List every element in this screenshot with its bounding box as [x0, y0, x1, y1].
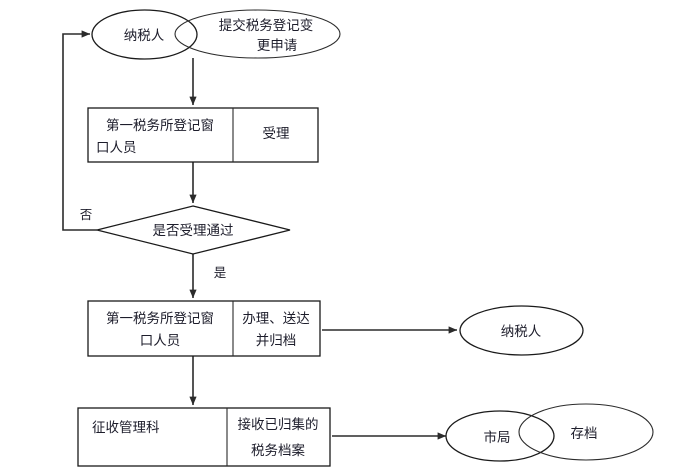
node-archive[interactable]: [518, 403, 654, 461]
label-city-bureau: 市局: [484, 429, 511, 446]
label-start-action-line2: 更申请: [257, 38, 298, 54]
label-step2-task-line1: 办理、送达: [242, 311, 310, 327]
connector-no-feedback-loop: [62, 30, 97, 231]
label-collection-task-line1: 接收已归集的: [238, 416, 319, 433]
label-step1-role-line1: 第一税务所登记窗: [106, 117, 214, 134]
node-step2-box[interactable]: [87, 300, 321, 357]
node-decision-diamond[interactable]: [96, 205, 291, 255]
label-start-action-line1: 提交税务登记变: [219, 17, 314, 34]
label-decision: 是否受理通过: [153, 223, 234, 239]
node-step1-box[interactable]: [87, 107, 319, 163]
label-archive: 存档: [571, 426, 598, 442]
label-collection-role: 征收管理科: [92, 420, 160, 436]
label-collection-task-line2: 税务档案: [251, 442, 305, 459]
node-collection-box[interactable]: [77, 407, 331, 467]
node-start-action[interactable]: [174, 9, 341, 59]
label-step2-role-line1: 第一税务所登记窗: [106, 310, 214, 327]
label-end-taxpayer: 纳税人: [501, 324, 542, 340]
node-start-taxpayer[interactable]: [91, 9, 198, 60]
label-yes-branch: 是: [214, 265, 227, 280]
node-city-bureau[interactable]: [445, 410, 555, 462]
label-step1-task: 受理: [263, 126, 290, 142]
label-step2-role-line2: 口人员: [140, 333, 181, 349]
label-step1-role-line2: 口人员: [96, 140, 137, 156]
node-end-taxpayer[interactable]: [459, 305, 584, 356]
label-step2-task-line2: 并归档: [256, 332, 297, 349]
label-no-branch: 否: [80, 207, 93, 222]
label-start-taxpayer: 纳税人: [124, 28, 165, 44]
